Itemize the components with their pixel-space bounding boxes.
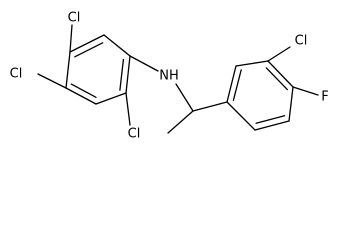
bond-c-n <box>129 55 159 72</box>
bond-cl-top <box>69 24 73 53</box>
atom-nh: NH <box>159 69 179 84</box>
atom-f: F <box>321 90 328 105</box>
bond-ring-a-1 <box>103 34 131 57</box>
bond-n-ch <box>175 83 194 112</box>
bond-cl-right <box>267 46 291 62</box>
molecule-canvas: Cl Cl Cl NH Cl F <box>9 10 329 142</box>
bond-ring-a-3 <box>95 92 127 105</box>
bond-ring-a-6-inner <box>74 42 104 58</box>
atom-cl-right: Cl <box>295 34 308 49</box>
bonds <box>37 24 319 134</box>
bond-cl-bottom <box>125 92 131 126</box>
bond-ch-ch3 <box>167 110 194 134</box>
bond-ring-b-5-inner <box>255 115 286 124</box>
bond-ring-b-3-inner <box>265 67 288 91</box>
bond-ring-a-4 <box>65 87 97 105</box>
bond-ring-a-2-inner <box>119 58 125 91</box>
bond-ring-a-4-inner <box>70 83 97 98</box>
bond-ring-b-1 <box>226 65 237 103</box>
atom-cl-top: Cl <box>68 11 81 26</box>
bond-ring-b-3 <box>267 60 294 88</box>
bond-ring-b-2 <box>235 60 269 67</box>
structure-diagram: Cl Cl Cl NH Cl F <box>10 11 329 142</box>
bond-ring-b-1-inner <box>232 69 242 101</box>
bond-ring-b-5 <box>254 120 290 131</box>
atom-cl-bottom: Cl <box>128 127 141 142</box>
bond-ring-b-4 <box>288 86 294 122</box>
atom-cl-left: Cl <box>10 67 23 82</box>
bond-ring-b-6 <box>226 101 256 131</box>
bond-ch-ring-b <box>192 101 228 112</box>
bond-ring-a-6 <box>69 34 105 53</box>
bond-cl-left <box>37 73 67 89</box>
bond-f <box>292 86 319 96</box>
atom-labels: Cl Cl Cl NH Cl F <box>10 11 329 142</box>
bond-ring-a-2 <box>125 55 131 94</box>
bond-ring-a-5 <box>65 51 71 89</box>
